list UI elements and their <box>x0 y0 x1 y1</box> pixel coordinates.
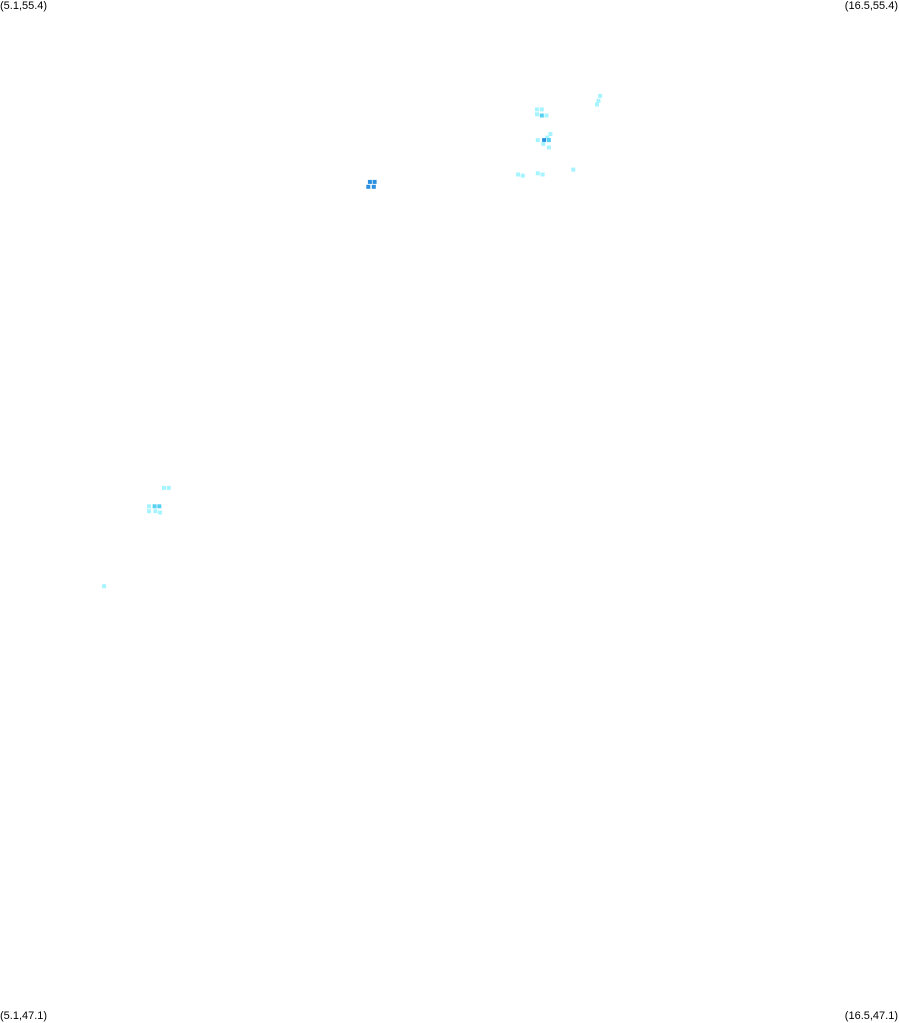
map-cell-low <box>166 485 171 490</box>
map-cell-low <box>158 510 163 515</box>
map-cell-mid <box>546 138 551 143</box>
map-cell-low <box>598 93 603 98</box>
map-cell-high <box>542 138 547 143</box>
map-cell-low <box>595 102 599 107</box>
map-cell-low <box>535 138 540 143</box>
map-cell-low <box>546 145 551 150</box>
corner-label-top-left: (5.1,55.4) <box>0 0 48 12</box>
map-cell-low <box>516 172 521 177</box>
map-cell-low <box>540 172 545 177</box>
map-cell-low <box>535 112 539 117</box>
map-cell-low <box>539 107 544 112</box>
map-cell-low <box>545 135 550 140</box>
map-cell-high <box>371 184 376 189</box>
map-cell-low <box>520 173 525 178</box>
map-cell-low <box>147 504 151 509</box>
map-cell-mid <box>157 504 162 509</box>
map-cell-low <box>162 485 166 490</box>
map-cell-low <box>541 141 546 146</box>
map-cell-mid <box>152 504 157 509</box>
map-cell-low <box>147 509 151 514</box>
corner-label-bottom-left: (5.1,47.1) <box>0 1010 48 1022</box>
map-cell-low <box>535 171 540 176</box>
map-cell-high <box>366 184 371 189</box>
corner-label-bottom-right: (16.5,47.1) <box>844 1010 898 1022</box>
map-cell-low <box>548 132 553 136</box>
map-cell-low <box>102 584 107 589</box>
map-cell-low <box>153 509 158 514</box>
map-cell-mid <box>539 113 544 118</box>
map-cell-high <box>367 179 372 184</box>
map-cell-low <box>596 98 601 103</box>
corner-label-top-right: (16.5,55.4) <box>844 0 898 12</box>
map-cell-low <box>535 107 539 112</box>
map-cell-high <box>372 179 377 184</box>
map-cell-low <box>544 113 549 118</box>
map-cell-low <box>571 167 576 172</box>
